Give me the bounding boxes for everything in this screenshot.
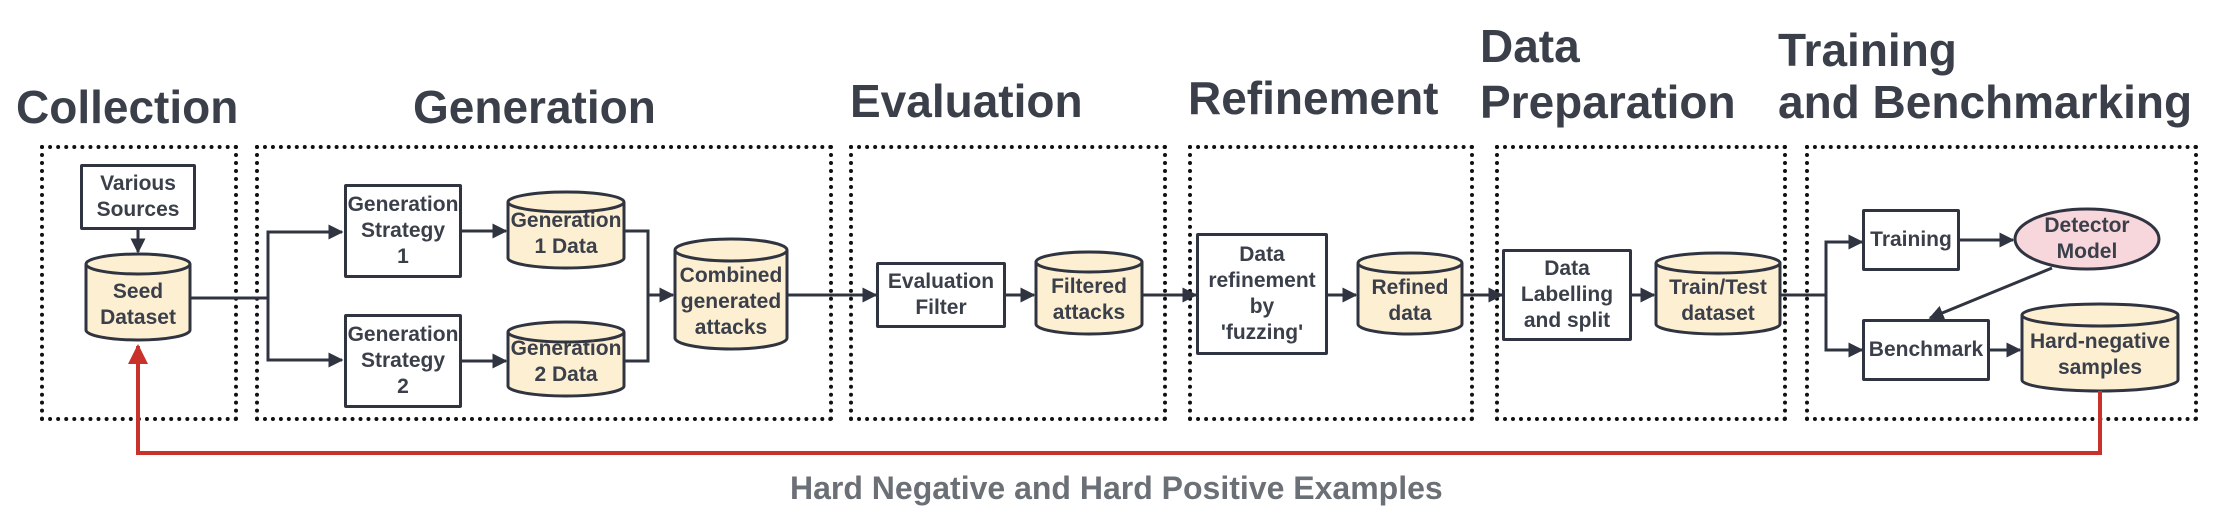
stage-title-refinement: Refinement	[1188, 72, 1439, 124]
cylinder-filtered-attacks	[1034, 250, 1144, 336]
stage-box-data-preparation	[1495, 145, 1787, 421]
cylinder-seed-dataset	[84, 252, 192, 342]
arrow-gen-to-combined	[624, 229, 650, 363]
label-combined-attacks: Combined generated attacks	[679, 264, 783, 339]
cylinder-refined-data	[1356, 251, 1464, 336]
node-evaluation-filter: Evaluation Filter	[876, 262, 1006, 328]
stage-title-training-benchmarking: Training and Benchmarking	[1778, 24, 2193, 128]
stage-box-refinement	[1188, 145, 1474, 421]
node-generation-strategy-1: Generation Strategy 1	[344, 184, 462, 278]
arrow-detector-to-benchmark	[1928, 266, 2053, 320]
feedback-loop-line	[128, 344, 2102, 455]
stage-box-generation	[255, 145, 833, 421]
label-generation-1-data: Generation 1 Data	[510, 209, 622, 258]
stage-box-evaluation	[849, 145, 1167, 421]
label-hard-negative-samples: Hard-negative samples	[2029, 330, 2171, 379]
cylinder-combined-attacks	[673, 237, 789, 351]
feedback-label: Hard Negative and Hard Positive Examples	[790, 470, 1443, 506]
node-data-refinement: Data refinement by 'fuzzing'	[1196, 233, 1328, 355]
stage-title-evaluation: Evaluation	[850, 75, 1083, 127]
node-benchmark: Benchmark	[1862, 319, 1990, 381]
label-filtered-attacks: Filtered attacks	[1051, 275, 1127, 324]
label-detector-model: Detector Model	[2044, 214, 2130, 263]
ellipse-detector-model	[2013, 207, 2161, 271]
cylinder-train-test-dataset	[1654, 251, 1782, 336]
cylinder-generation-2-data	[506, 320, 626, 398]
stage-title-collection: Collection	[16, 81, 239, 133]
stage-title-generation: Generation	[413, 81, 656, 133]
label-seed-dataset: Seed Dataset	[100, 280, 176, 329]
label-refined-data: Refined data	[1371, 276, 1449, 325]
node-various-sources: Various Sources	[80, 164, 196, 230]
stage-box-training-benchmarking	[1805, 145, 2198, 421]
cylinder-generation-1-data	[506, 190, 626, 270]
node-generation-strategy-2: Generation Strategy 2	[344, 314, 462, 408]
node-training: Training	[1862, 209, 1960, 271]
node-data-labelling: Data Labelling and split	[1502, 249, 1632, 341]
label-train-test-dataset: Train/Test dataset	[1669, 276, 1767, 325]
stage-title-data-preparation: Data Preparation	[1480, 20, 1736, 128]
label-generation-2-data: Generation 2 Data	[510, 337, 622, 386]
